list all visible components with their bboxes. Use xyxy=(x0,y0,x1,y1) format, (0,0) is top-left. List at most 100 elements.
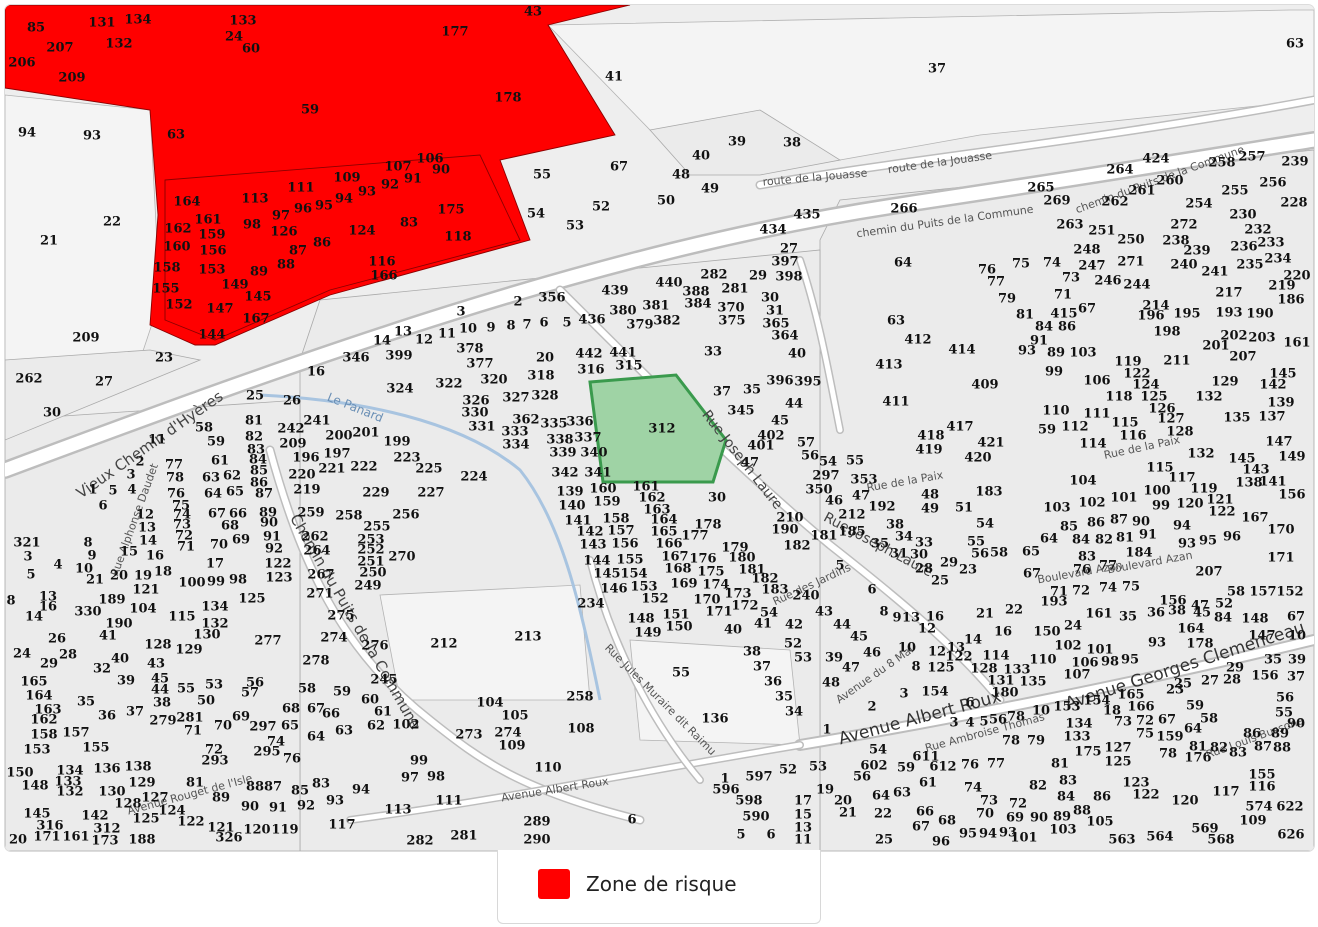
parcel-number: 598 xyxy=(735,794,762,809)
parcel-number: 122 xyxy=(945,650,972,665)
parcel-number: 441 xyxy=(609,346,636,361)
parcel-number: 330 xyxy=(74,605,101,620)
parcel-number: 1 xyxy=(88,483,97,498)
parcel-number: 379 xyxy=(626,318,653,333)
parcel-number: 434 xyxy=(759,223,786,238)
parcel-number: 107 xyxy=(384,160,411,175)
parcel-number: 236 xyxy=(1230,240,1257,255)
parcel-number: 35 xyxy=(1264,653,1282,668)
parcel-number: 14 xyxy=(139,534,157,549)
map-canvas[interactable]: route de la Jouasse route de la Jouasse … xyxy=(5,5,1314,851)
parcel-number: 8 xyxy=(6,594,15,609)
highlighted-parcel[interactable] xyxy=(588,373,728,484)
parcel-number: 143 xyxy=(1242,463,1269,478)
parcel-number: 214 xyxy=(1142,299,1169,314)
parcel-number: 149 xyxy=(221,278,248,293)
parcel-number: 173 xyxy=(724,587,751,602)
legend-label: Zone de risque xyxy=(586,872,737,896)
parcel-number: 130 xyxy=(193,628,220,643)
parcel-number: 109 xyxy=(498,739,525,754)
parcel-number: 102 xyxy=(392,718,419,733)
parcel-number: 217 xyxy=(1215,286,1242,301)
parcel-number: 563 xyxy=(1108,833,1135,848)
parcel-number: 131 xyxy=(88,16,115,31)
parcel-number: 279 xyxy=(149,714,176,729)
parcel-number: 129 xyxy=(128,776,155,791)
parcel-number: 145 xyxy=(593,567,620,582)
parcel-number: 34 xyxy=(785,705,803,720)
parcel-number: 44 xyxy=(151,683,169,698)
parcel-number: 46 xyxy=(825,494,843,509)
parcel-number: 350 xyxy=(805,483,832,498)
parcel-number: 401 xyxy=(747,439,774,454)
parcel-number: 117 xyxy=(1212,785,1239,800)
parcel-number: 70 xyxy=(214,719,232,734)
cadastral-map[interactable]: route de la Jouasse route de la Jouasse … xyxy=(5,5,1314,851)
parcel-number: 384 xyxy=(684,297,711,312)
parcel-number: 171 xyxy=(33,830,60,845)
parcel-number: 91 xyxy=(1139,528,1157,543)
parcel-number: 569 xyxy=(1191,822,1218,837)
parcel-number: 590 xyxy=(742,810,769,825)
parcel-number: 180 xyxy=(728,551,755,566)
parcel-number: 162 xyxy=(164,222,191,237)
parcel-number: 135 xyxy=(1019,675,1046,690)
parcel-number: 133 xyxy=(1063,730,1090,745)
parcel-number: 157 xyxy=(1249,585,1276,600)
highlighted-parcel-number: 312 xyxy=(648,422,675,437)
parcel-number: 156 xyxy=(1159,594,1186,609)
parcel-number: 84 xyxy=(249,453,267,468)
parcel-number: 148 xyxy=(1241,612,1268,627)
parcel-number: 331 xyxy=(468,420,495,435)
parcel-number: 126 xyxy=(270,225,297,240)
parcel-number: 98 xyxy=(427,770,445,785)
parcel-number: 95 xyxy=(1199,534,1217,549)
parcel-number: 21 xyxy=(839,806,857,821)
parcel-number: 115 xyxy=(1146,461,1173,476)
parcel-number: 94 xyxy=(335,192,353,207)
parcel-number: 67 xyxy=(1023,567,1041,582)
parcel-number: 190 xyxy=(105,617,132,632)
parcel-number: 177 xyxy=(441,25,468,40)
parcel-number: 411 xyxy=(882,395,909,410)
parcel-number: 141 xyxy=(1259,475,1286,490)
parcel-number: 397 xyxy=(771,255,798,270)
parcel-number: 40 xyxy=(724,623,742,638)
lot-field-centre xyxy=(379,584,591,701)
parcel-number: 219 xyxy=(1268,279,1295,294)
parcel-number: 36 xyxy=(764,675,782,690)
parcel-number: 47 xyxy=(852,489,870,504)
parcel-number: 209 xyxy=(58,71,85,86)
parcel-number: 297 xyxy=(249,720,276,735)
parcel-number: 89 xyxy=(250,265,268,280)
parcel-number: 207 xyxy=(46,41,73,56)
parcel-number: 93 xyxy=(1148,636,1166,651)
parcel-number: 30 xyxy=(761,291,779,306)
parcel-number: 71 xyxy=(177,540,195,555)
parcel-number: 241 xyxy=(303,414,330,429)
parcel-number: 29 xyxy=(940,556,958,571)
parcel-number: 5 xyxy=(835,559,844,574)
parcel-number: 35 xyxy=(871,537,889,552)
parcel-number: 113 xyxy=(241,192,268,207)
parcel-number: 38 xyxy=(783,136,801,151)
parcel-number: 81 xyxy=(1116,531,1134,546)
parcel-number: 23 xyxy=(155,351,173,366)
parcel-number: 327 xyxy=(502,391,529,406)
parcel-number: 335 xyxy=(540,417,567,432)
parcel-number: 201 xyxy=(352,426,379,441)
parcel-number: 109 xyxy=(333,171,360,186)
parcel-number: 190 xyxy=(1246,307,1273,322)
parcel-number: 22 xyxy=(1005,603,1023,618)
parcel-number: 207 xyxy=(1229,350,1256,365)
parcel-number: 93 xyxy=(358,185,376,200)
parcel-number: 29 xyxy=(749,269,767,284)
parcel-number: 239 xyxy=(1183,244,1210,259)
parcel-number: 290 xyxy=(523,833,550,848)
parcel-number: 33 xyxy=(704,345,722,360)
parcel-number: 155 xyxy=(152,282,179,297)
parcel-number: 239 xyxy=(1281,155,1308,170)
parcel-number: 122 xyxy=(177,815,204,830)
parcel-number: 145 xyxy=(1269,367,1296,382)
